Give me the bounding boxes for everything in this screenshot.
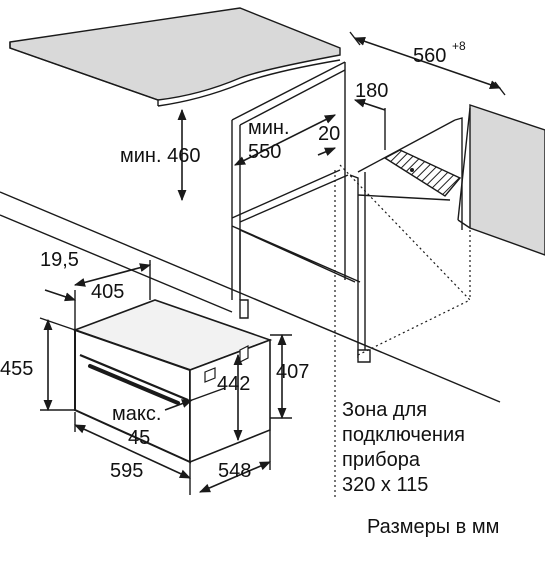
connection-zone-dotted bbox=[334, 164, 471, 500]
dim-442: 442 bbox=[217, 373, 250, 395]
dim-19-5: 19,5 bbox=[40, 249, 79, 271]
dim-595: 595 bbox=[110, 460, 143, 482]
countertop-left bbox=[9, 7, 341, 107]
dim-455: 455 bbox=[0, 358, 33, 380]
dim-max-label: макс. bbox=[112, 403, 161, 425]
cabinet-structure bbox=[231, 61, 463, 363]
connection-note-line3: прибора bbox=[342, 449, 421, 471]
dim-405: 405 bbox=[91, 281, 124, 303]
dim-min-460: мин. 460 bbox=[120, 145, 200, 167]
dim-45: 45 bbox=[128, 427, 150, 449]
connection-note: Зона для подключения прибора 320 x 115 bbox=[342, 399, 465, 496]
dim-560-tolerance: +8 bbox=[452, 39, 466, 53]
countertop-right bbox=[457, 104, 545, 256]
dim-550: 550 bbox=[248, 141, 281, 163]
connection-note-line2: подключения bbox=[342, 424, 465, 446]
connection-note-line1: Зона для bbox=[342, 399, 427, 421]
dimension-lines bbox=[39, 31, 506, 495]
dim-min-label: мин. bbox=[248, 117, 290, 139]
connection-note-line4: 320 x 115 bbox=[342, 474, 428, 496]
dim-560: 560 bbox=[413, 45, 446, 67]
dim-20: 20 bbox=[318, 123, 340, 145]
dimension-labels: 560 +8 180 мин. 550 20 мин. 460 19,5 405… bbox=[0, 39, 466, 482]
dim-180: 180 bbox=[355, 80, 388, 102]
dim-548: 548 bbox=[218, 460, 251, 482]
units-note: Размеры в мм bbox=[367, 516, 499, 538]
dim-407: 407 bbox=[276, 361, 309, 383]
connection-zone bbox=[383, 149, 462, 197]
